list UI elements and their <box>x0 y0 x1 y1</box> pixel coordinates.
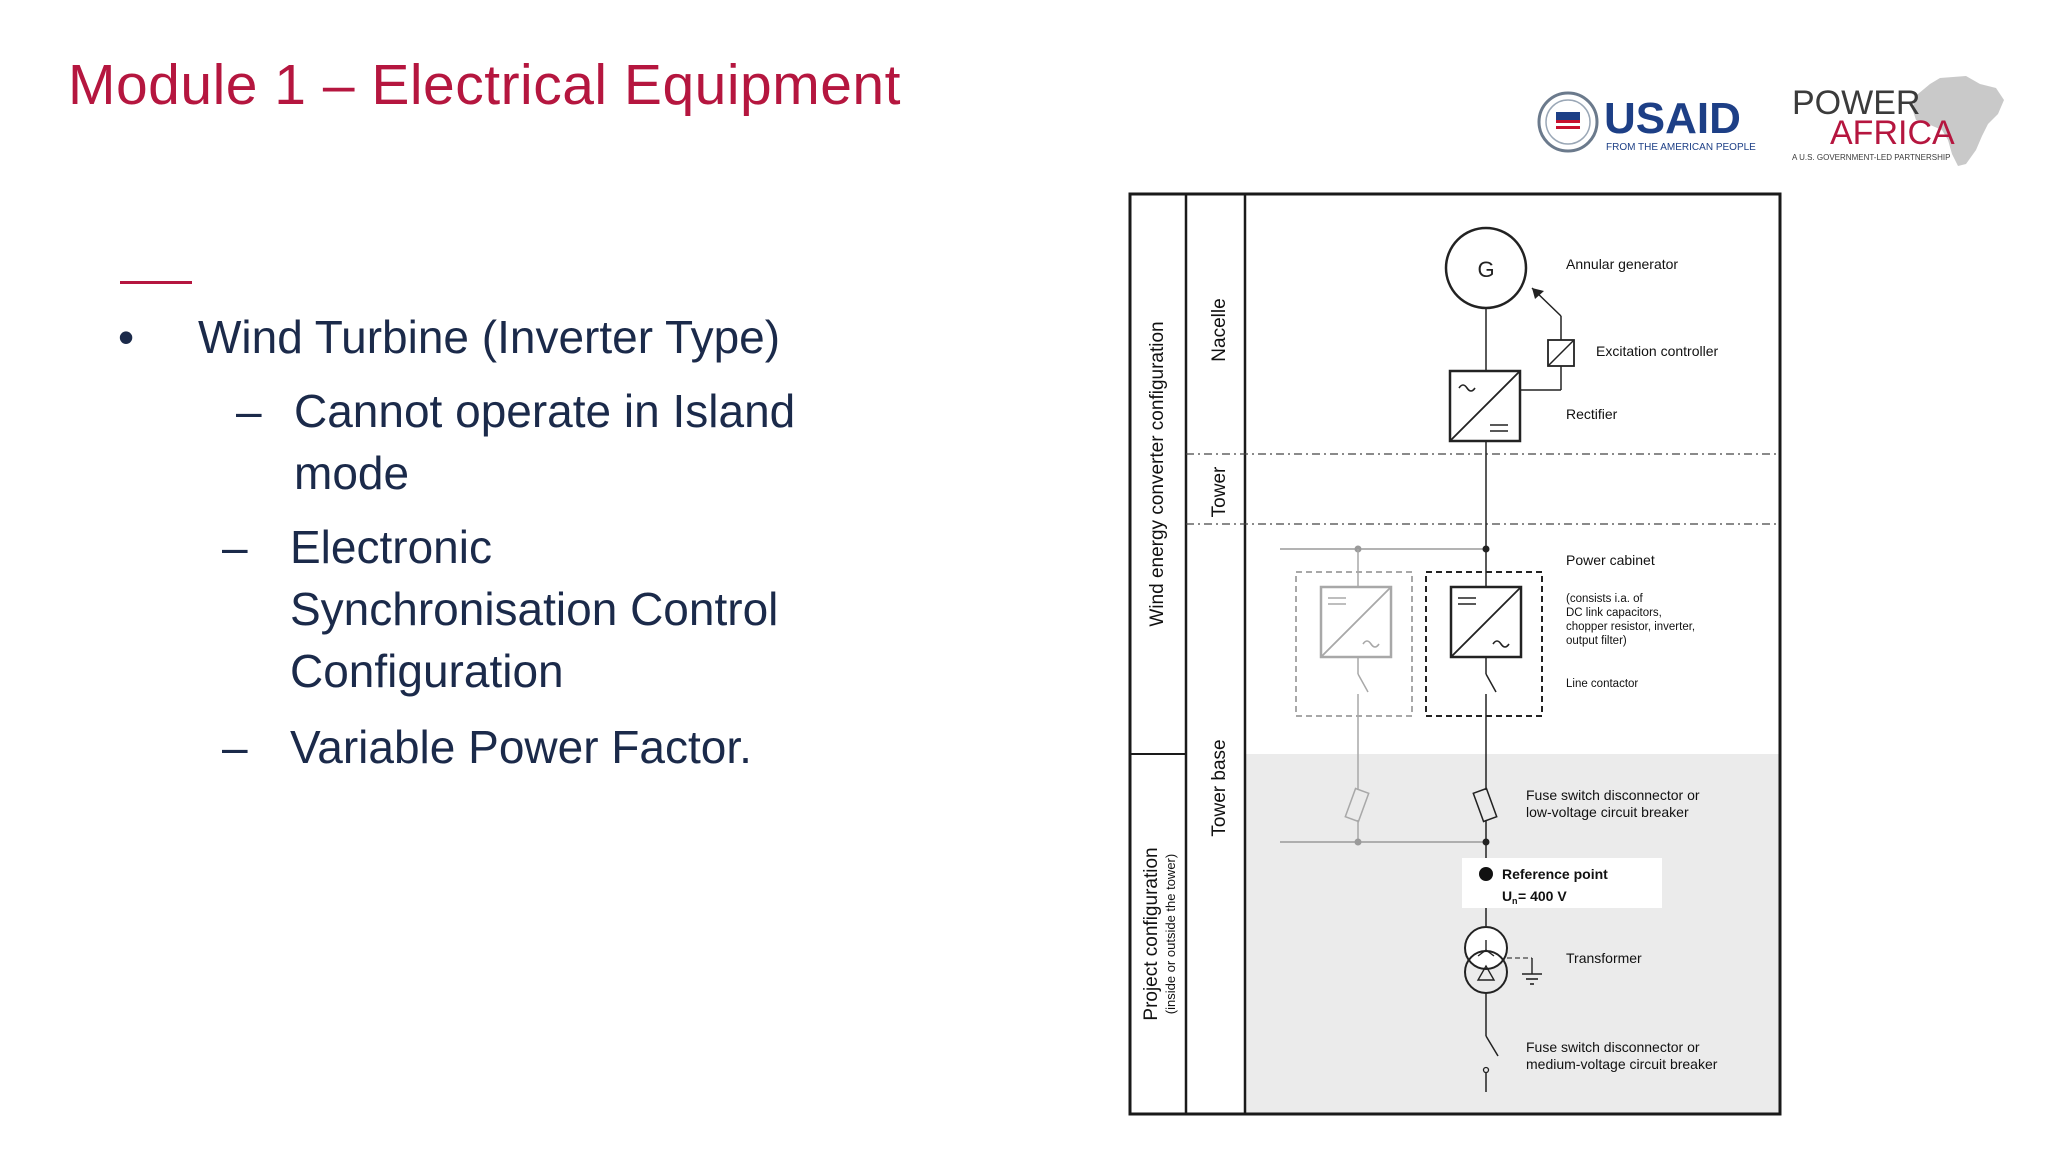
reference-point-label: Reference point <box>1502 866 1608 882</box>
fuse-mv-label-2: medium-voltage circuit breaker <box>1526 1056 1718 1072</box>
power-africa-logo: POWER AFRICA A U.S. GOVERNMENT-LED PARTN… <box>1792 76 2004 166</box>
project-zone-shading <box>1245 754 1779 1114</box>
line-contactor-label: Line contactor <box>1566 678 1638 690</box>
project-config-label: Project configuration <box>1141 847 1162 1020</box>
usaid-tagline: FROM THE AMERICAN PEOPLE <box>1606 142 1756 153</box>
diagram-frame <box>1128 192 1782 1116</box>
sub-bullet-sync-2: Synchronisation Control <box>290 583 779 635</box>
bullet-main: Wind Turbine (Inverter Type) <box>198 311 781 363</box>
wind-turbine-single-line-diagram: Wind energy converter configuration Proj… <box>1128 192 1782 1116</box>
fuse-switch-mv-icon <box>1485 1035 1499 1057</box>
excitation-label: Excitation controller <box>1596 343 1719 359</box>
rectifier-label: Rectifier <box>1566 406 1618 422</box>
cabinet-note-3: chopper resistor, inverter, <box>1566 621 1695 633</box>
power-cabinet-label: Power cabinet <box>1566 552 1655 568</box>
title-accent-line <box>120 281 192 284</box>
sub-bullet-dash: – <box>222 521 248 573</box>
cabinet-note-1: (consists i.a. of <box>1566 593 1643 605</box>
africa-map-icon <box>1912 76 2004 166</box>
transformer-label: Transformer <box>1566 950 1642 966</box>
sub-bullet-power-factor: Variable Power Factor. <box>290 721 752 773</box>
reference-point-icon <box>1479 867 1493 881</box>
reference-voltage-symbol: U <box>1502 888 1512 904</box>
parallel-inverter-icon <box>1319 585 1393 659</box>
generator-label: Annular generator <box>1566 256 1678 272</box>
sub-bullet-island-1: Cannot operate in Island <box>294 385 796 437</box>
power-africa-line2: AFRICA <box>1830 114 1955 152</box>
line-contactor-icon <box>1485 673 1497 693</box>
bullet-marker: • <box>118 311 135 363</box>
parallel-cabinet-box <box>1295 571 1413 717</box>
sub-bullet-dash: – <box>222 721 248 773</box>
usaid-wordmark: USAID <box>1604 94 1741 143</box>
reference-voltage-value: = 400 V <box>1518 888 1567 904</box>
reference-point-box <box>1462 858 1662 908</box>
project-config-note: (inside or outside the tower) <box>1163 854 1178 1014</box>
sub-bullet-dash: – <box>236 385 262 437</box>
zone-tower-label: Tower <box>1209 466 1230 517</box>
zone-nacelle-label: Nacelle <box>1209 298 1230 361</box>
fuse-lv-label-1: Fuse switch disconnector or <box>1526 787 1700 803</box>
usaid-logo: USAID FROM THE AMERICAN PEOPLE <box>1537 91 1756 153</box>
sub-bullet-sync-1: Electronic <box>290 521 492 573</box>
fuse-mv-label-1: Fuse switch disconnector or <box>1526 1039 1700 1055</box>
slide-title: Module 1 – Electrical Equipment <box>68 53 901 117</box>
zone-tower-base-label: Tower base <box>1209 739 1230 836</box>
generator-symbol: G <box>1477 257 1494 282</box>
fuse-switch-lv-icon <box>1472 787 1498 823</box>
reference-voltage-subscript: n <box>1512 896 1518 906</box>
cabinet-note-2: DC link capacitors, <box>1566 607 1662 619</box>
power-africa-line1: POWER <box>1792 84 1920 122</box>
sub-bullet-sync-3: Configuration <box>290 645 564 697</box>
wind-config-label: Wind energy converter configuration <box>1147 321 1168 626</box>
cabinet-note-4: output filter) <box>1566 635 1627 647</box>
sub-bullet-island-2: mode <box>294 447 410 499</box>
fuse-lv-label-2: low-voltage circuit breaker <box>1526 804 1689 820</box>
power-africa-tagline: A U.S. GOVERNMENT-LED PARTNERSHIP <box>1792 153 1950 162</box>
